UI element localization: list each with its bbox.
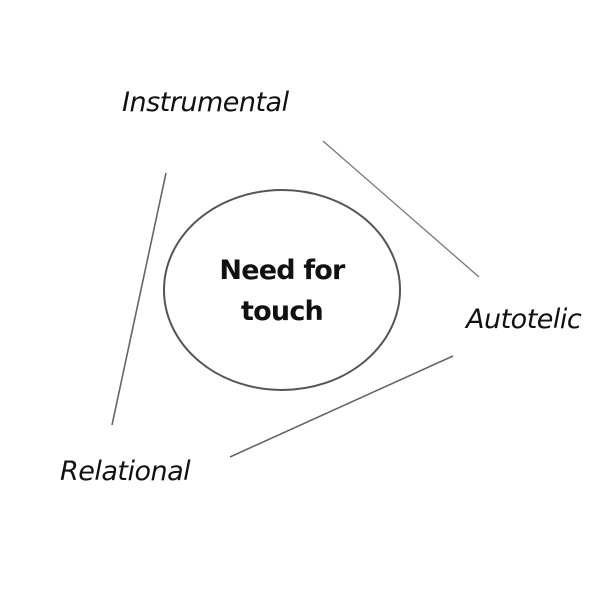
center-label-line1: Need for (219, 255, 345, 286)
node-instrumental: Instrumental (122, 87, 289, 118)
connector-instrumental-autotelic (322, 140, 480, 278)
center-label-line2: touch (241, 296, 324, 327)
node-autotelic: Autotelic (466, 304, 582, 335)
node-relational: Relational (60, 456, 191, 487)
center-ellipse (163, 189, 401, 391)
connector-instrumental-relational (111, 172, 167, 426)
connector-relational-autotelic (229, 355, 454, 458)
center-label: Need for touch (182, 250, 382, 332)
